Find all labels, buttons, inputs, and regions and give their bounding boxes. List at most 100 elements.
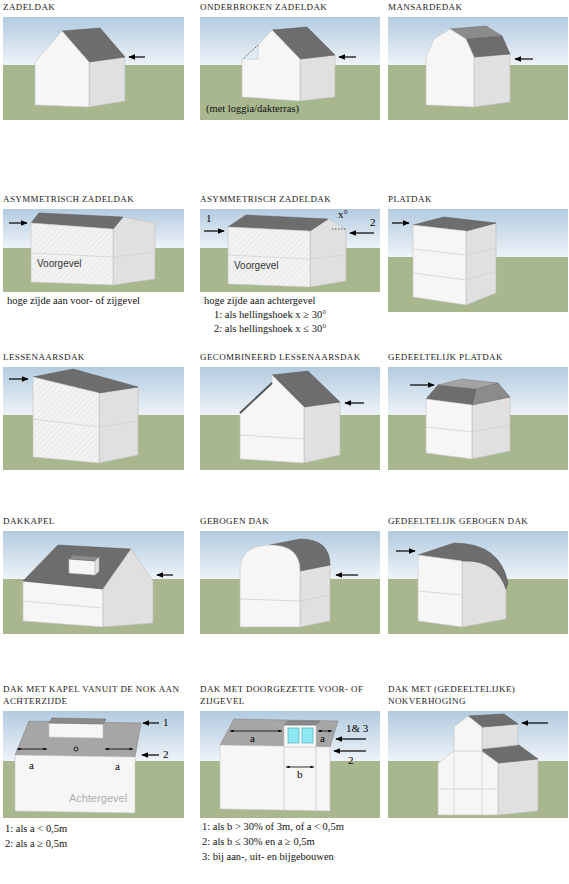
pointer-arrow [336,574,358,575]
roof-type-panel: MANSARDEDAK [388,17,568,120]
panel-caption: hoge zijde aan voor- of zijgevel [7,295,140,308]
house-face [426,29,474,107]
panel-caption: 2: als a ≥ 0,5m [5,838,67,851]
pointer-arrow [129,56,145,57]
roof-type-panel: GEBOGEN DAK [200,531,380,634]
house-face [474,54,510,107]
roof-illustration [388,367,568,470]
pointer-arrow [9,378,28,379]
window-pane [288,728,299,743]
roof-illustration [388,17,568,120]
dotted-guide [332,229,346,230]
facade-line [316,747,317,811]
house-face [426,399,472,459]
facade-line [240,599,300,601]
panel-heading: ZADELDAK [3,1,184,14]
pointer-arrow [350,232,374,233]
sky-ground [3,17,184,65]
house-face [99,387,138,463]
facade-line [31,253,113,257]
roof-plane [69,555,99,561]
pointer-arrow [143,722,159,723]
roof-type-panel: ASYMMETRISCH ZADELDAKhoge zijde aan voor… [3,209,184,292]
roof-type-panel: ASYMMETRISCH ZADELDAKhoge zijde aan acht… [200,209,380,292]
facade-line [438,789,498,790]
pointer-arrow [345,402,364,403]
roof-type-panel: LESSENAARSDAK [3,367,184,470]
callout-label: 2 [163,749,169,760]
panel-heading: ONDERBROKEN ZADELDAK [200,1,380,14]
panel-caption: 2: als hellingshoek x ≤ 30° [214,323,326,336]
facade-line [413,249,466,255]
pointer-arrow [339,56,356,57]
callout-label: 2 [370,217,376,228]
pointer-arrow [142,754,159,755]
roof-illustration [200,209,380,292]
callout-label: 1 [206,213,212,224]
center-mark [74,747,78,751]
panel-heading: GEDEELTELIJK GEBOGEN DAK [388,515,568,528]
house-face [89,57,125,107]
dimension-line [318,731,332,732]
facade-line [23,601,103,608]
roof-type-panel: DAK MET (GEDEELTELIJKE) NOKVERHOGING [388,711,568,818]
callout-label: x° [338,209,348,220]
roof-illustration [3,17,184,120]
window-pane [302,728,313,743]
facade-line [240,435,304,439]
facade-line [454,751,455,815]
house-face [310,219,346,287]
house-face [220,745,330,811]
roof-type-panel: GECOMBINEERD LESSENAARSDAK [200,367,380,470]
roof-type-panel: PLATDAK [388,209,568,312]
house-face [482,724,518,749]
roof-illustration [3,209,184,292]
panel-heading: DAK MET (GEDEELTELIJKE) NOKVERHOGING [388,683,568,708]
house-face [438,741,498,815]
house-face [438,379,498,389]
house-face [49,723,103,738]
panel-heading: GECOMBINEERD LESSENAARSDAK [200,351,380,364]
facade-line [300,595,330,601]
house-face [240,375,304,463]
panel-heading: MANSARDEDAK [388,1,568,14]
facade-line [472,425,510,432]
roof-illustration [3,711,184,818]
roof-type-panel: ONDERBROKEN ZADELDAK(met loggia/dakterra… [200,17,380,120]
facade-line [228,255,310,259]
house-face [95,557,99,575]
panel-caption: 3: bij aan-, uit- en bijgebouwen [202,851,334,864]
callout-label: a [29,760,34,771]
facade-line [482,751,483,815]
roof-type-panel: ZADELDAK [3,17,184,120]
callout-label: a [115,761,120,772]
roof-plane [49,718,106,724]
house-face [284,725,316,747]
panel-caption: (met loggia/dakterras) [206,103,299,116]
dotted-guide [244,45,258,58]
house-face [418,555,462,627]
house-face [498,759,538,815]
panel-heading: DAKKAPEL [3,515,184,528]
roof-plane [284,721,320,725]
facade-line [310,255,346,259]
house-face [103,549,153,627]
callout-label: 1& 3 [346,723,368,734]
roof-illustration [388,531,568,634]
roof-plane [15,721,141,757]
facade-line [466,248,496,255]
facade-line [426,427,472,432]
house-face [300,55,335,101]
panel-heading: ASYMMETRISCH ZADELDAK [3,193,184,206]
panel-heading: PLATDAK [388,193,568,206]
panel-heading: GEBOGEN DAK [200,515,380,528]
callout-label: 1 [163,717,169,728]
callout-label: a [320,733,325,744]
house-face [466,223,496,305]
dimension-line [230,731,282,732]
dimension-line [286,767,314,768]
dimension-line [17,749,47,750]
pointer-arrow [410,384,434,385]
